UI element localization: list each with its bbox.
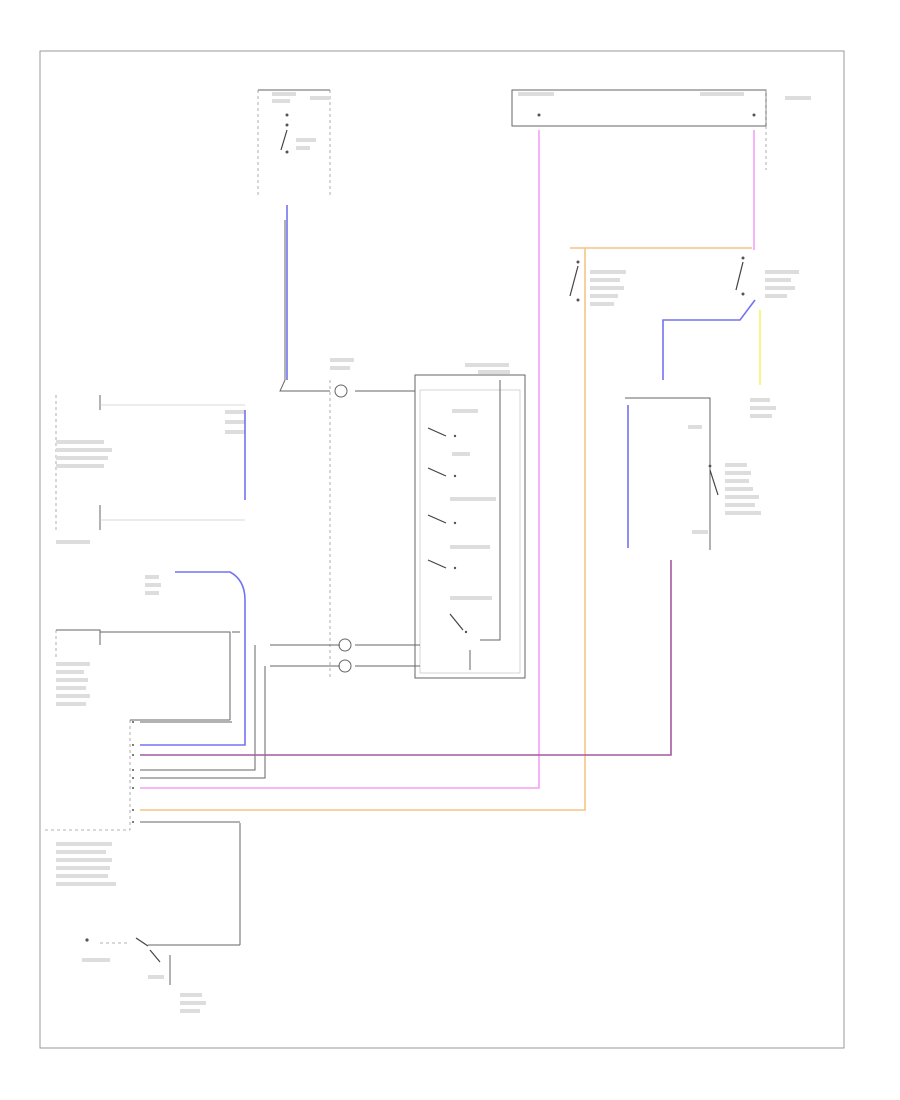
clutch-switch-box: [625, 397, 776, 550]
wire-blue-to-module: [140, 571, 246, 746]
wire-blue-right-short: [662, 299, 756, 380]
auxiliary-module-connector: [55, 575, 231, 720]
splice-ground-block: [329, 358, 354, 680]
gray-wiring: [140, 220, 420, 823]
diagram-border: [39, 50, 845, 1049]
top-left-fuse-box: [257, 89, 331, 197]
wire-orange-main: [140, 248, 586, 811]
instrument-cluster-connector: [55, 395, 245, 544]
module-terminals: [132, 721, 134, 823]
mode-switch-box: [414, 363, 526, 679]
battery-connector: [82, 937, 240, 1013]
brake-switch-middle: [569, 260, 626, 306]
wire-pink-main: [140, 130, 540, 789]
top-right-fuse-box: [511, 89, 811, 170]
brake-switch-top-right: [735, 256, 799, 298]
main-control-module-connector: [45, 719, 241, 945]
wire-purple-clutch: [140, 560, 672, 756]
